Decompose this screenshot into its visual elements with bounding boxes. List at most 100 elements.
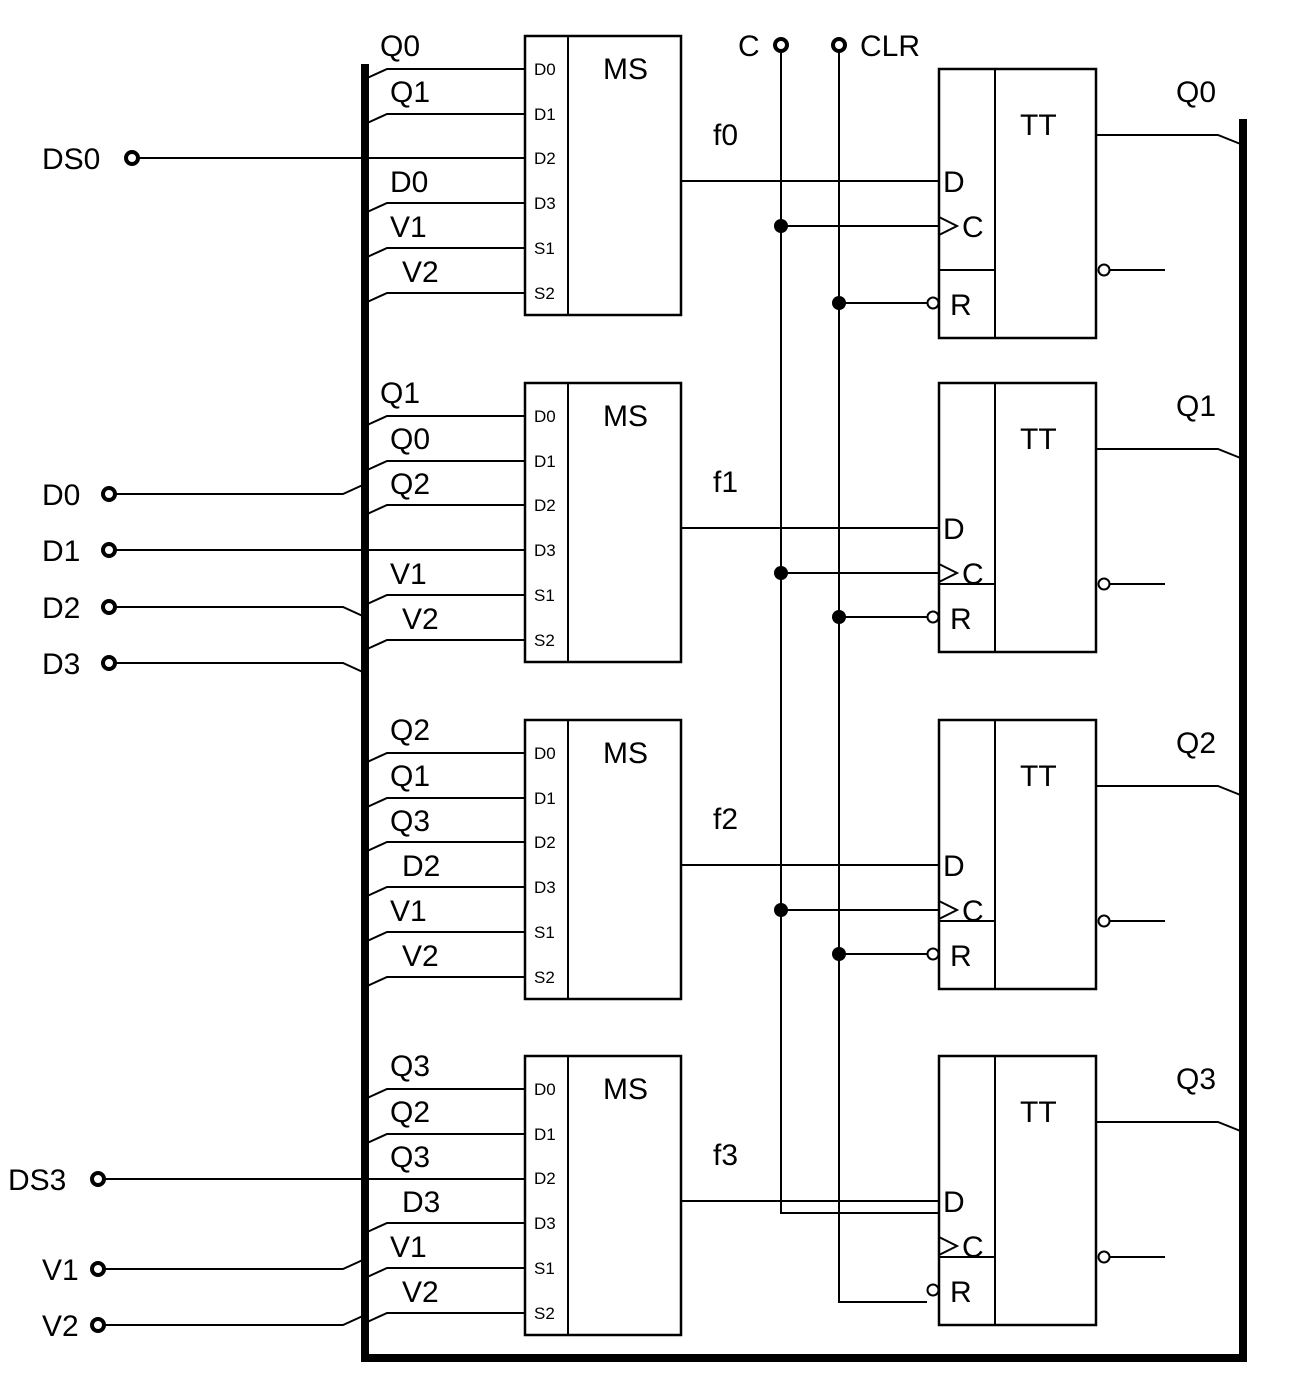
input-ds3: DS3 <box>8 1164 524 1197</box>
junction-dot-icon <box>774 566 788 580</box>
bus-tap-wire <box>364 797 524 809</box>
mux-pin-d1: D1 <box>534 452 556 471</box>
terminal-icon <box>90 1171 106 1187</box>
flipflop-c-pin: C <box>962 558 984 591</box>
mux-pin-s1: S1 <box>534 239 555 258</box>
terminal-icon <box>101 542 117 558</box>
inversion-bubble-icon <box>926 947 940 961</box>
mux-pin-d0: D0 <box>534 744 556 763</box>
input-clear: CLR <box>831 30 927 1303</box>
bus-label: V2 <box>402 940 439 973</box>
terminal-icon <box>101 655 117 671</box>
mux-pin-d2: D2 <box>534 496 556 515</box>
bus-tap-wire <box>364 113 524 125</box>
flipflop-c-pin: C <box>962 1231 984 1264</box>
flipflop-d-pin: D <box>943 1186 965 1219</box>
input-ds0: DS0 <box>42 143 524 176</box>
mux-pin-s1: S1 <box>534 586 555 605</box>
bus-tap-wire <box>364 594 524 606</box>
flipflop-d-pin: D <box>943 513 965 546</box>
flipflop-block: TT DCR <box>926 381 1111 654</box>
bus-tap-wire <box>364 415 524 427</box>
output-label: Q3 <box>1176 1063 1216 1096</box>
mux-output-label: f1 <box>713 466 738 499</box>
clock-label: C <box>738 30 760 63</box>
bus-tap-wire <box>364 886 524 898</box>
flipflop-r-pin: R <box>950 289 972 322</box>
mux-pin-s1: S1 <box>534 1259 555 1278</box>
input-label: V2 <box>42 1310 79 1343</box>
input-label: V1 <box>42 1254 79 1287</box>
bus-label: Q0 <box>390 423 430 456</box>
junction-dot-icon <box>774 219 788 233</box>
clear-label: CLR <box>860 30 920 63</box>
input-label: D3 <box>42 648 80 681</box>
mux-output-label: f2 <box>713 803 738 836</box>
bus-tap-wire <box>364 639 524 651</box>
flipflop-r-pin: R <box>950 1276 972 1309</box>
mux-pin-d2: D2 <box>534 1169 556 1188</box>
bus-tap-wire <box>364 976 524 988</box>
junction-dot-icon <box>832 610 846 624</box>
terminal-icon <box>831 37 847 53</box>
mux-pin-s2: S2 <box>534 631 555 650</box>
inversion-bubble-icon <box>926 1283 940 1297</box>
bus-tap-wire <box>364 1267 524 1279</box>
mux-output-label: f0 <box>713 119 738 152</box>
flipflop-title: TT <box>1020 423 1057 456</box>
input-d3: D3 <box>42 648 366 681</box>
terminal-icon <box>90 1261 106 1277</box>
bus-label: V1 <box>390 558 427 591</box>
bus-label: Q0 <box>380 30 420 63</box>
input-v1: V1 <box>42 1254 366 1287</box>
main-bus <box>361 64 1247 1362</box>
bus-label: Q1 <box>380 377 420 410</box>
bus-label: V1 <box>390 1231 427 1264</box>
bus-tap-wire <box>364 1088 524 1100</box>
flipflop-d-pin: D <box>943 166 965 199</box>
input-label: DS0 <box>42 143 100 176</box>
bus-tap-wire <box>364 68 524 80</box>
junction-dot-icon <box>832 296 846 310</box>
input-label: D2 <box>42 592 80 625</box>
bus-label: V1 <box>390 211 427 244</box>
bus-label: D3 <box>402 1186 440 1219</box>
terminal-icon <box>90 1317 106 1333</box>
mux-pin-d1: D1 <box>534 789 556 808</box>
mux-pin-d3: D3 <box>534 1214 556 1233</box>
bus-label: D0 <box>390 166 428 199</box>
inversion-bubble-icon <box>926 296 940 310</box>
mux-pin-d2: D2 <box>534 833 556 852</box>
flipflop-r-pin: R <box>950 603 972 636</box>
bus-tap-wire <box>364 1133 524 1145</box>
terminal-icon <box>124 150 140 166</box>
mux-title: MS <box>603 53 648 86</box>
mux-pin-d3: D3 <box>534 878 556 897</box>
bus-tap-wire <box>364 931 524 943</box>
q-output-wire <box>1096 1121 1244 1133</box>
mux-pin-d0: D0 <box>534 60 556 79</box>
flipflop-block: TT DCR <box>926 1054 1111 1327</box>
clock-triangle-icon <box>938 900 960 920</box>
clock-triangle-icon <box>938 1236 960 1256</box>
bus-tap-wire <box>364 752 524 764</box>
q-output-wire <box>1096 785 1244 797</box>
bus-label: Q2 <box>390 1096 430 1129</box>
bus-label: Q3 <box>390 1141 430 1174</box>
flipflop-title: TT <box>1020 1096 1057 1129</box>
inversion-bubble-icon <box>1097 263 1111 277</box>
bus-tap-wire <box>364 504 524 516</box>
inversion-bubble-icon <box>1097 914 1111 928</box>
mux-output-label: f3 <box>713 1139 738 1172</box>
bus-label: Q2 <box>390 714 430 747</box>
bus-label: V2 <box>402 256 439 289</box>
inversion-bubble-icon <box>926 610 940 624</box>
mux-pin-d0: D0 <box>534 407 556 426</box>
mux-pin-d0: D0 <box>534 1080 556 1099</box>
